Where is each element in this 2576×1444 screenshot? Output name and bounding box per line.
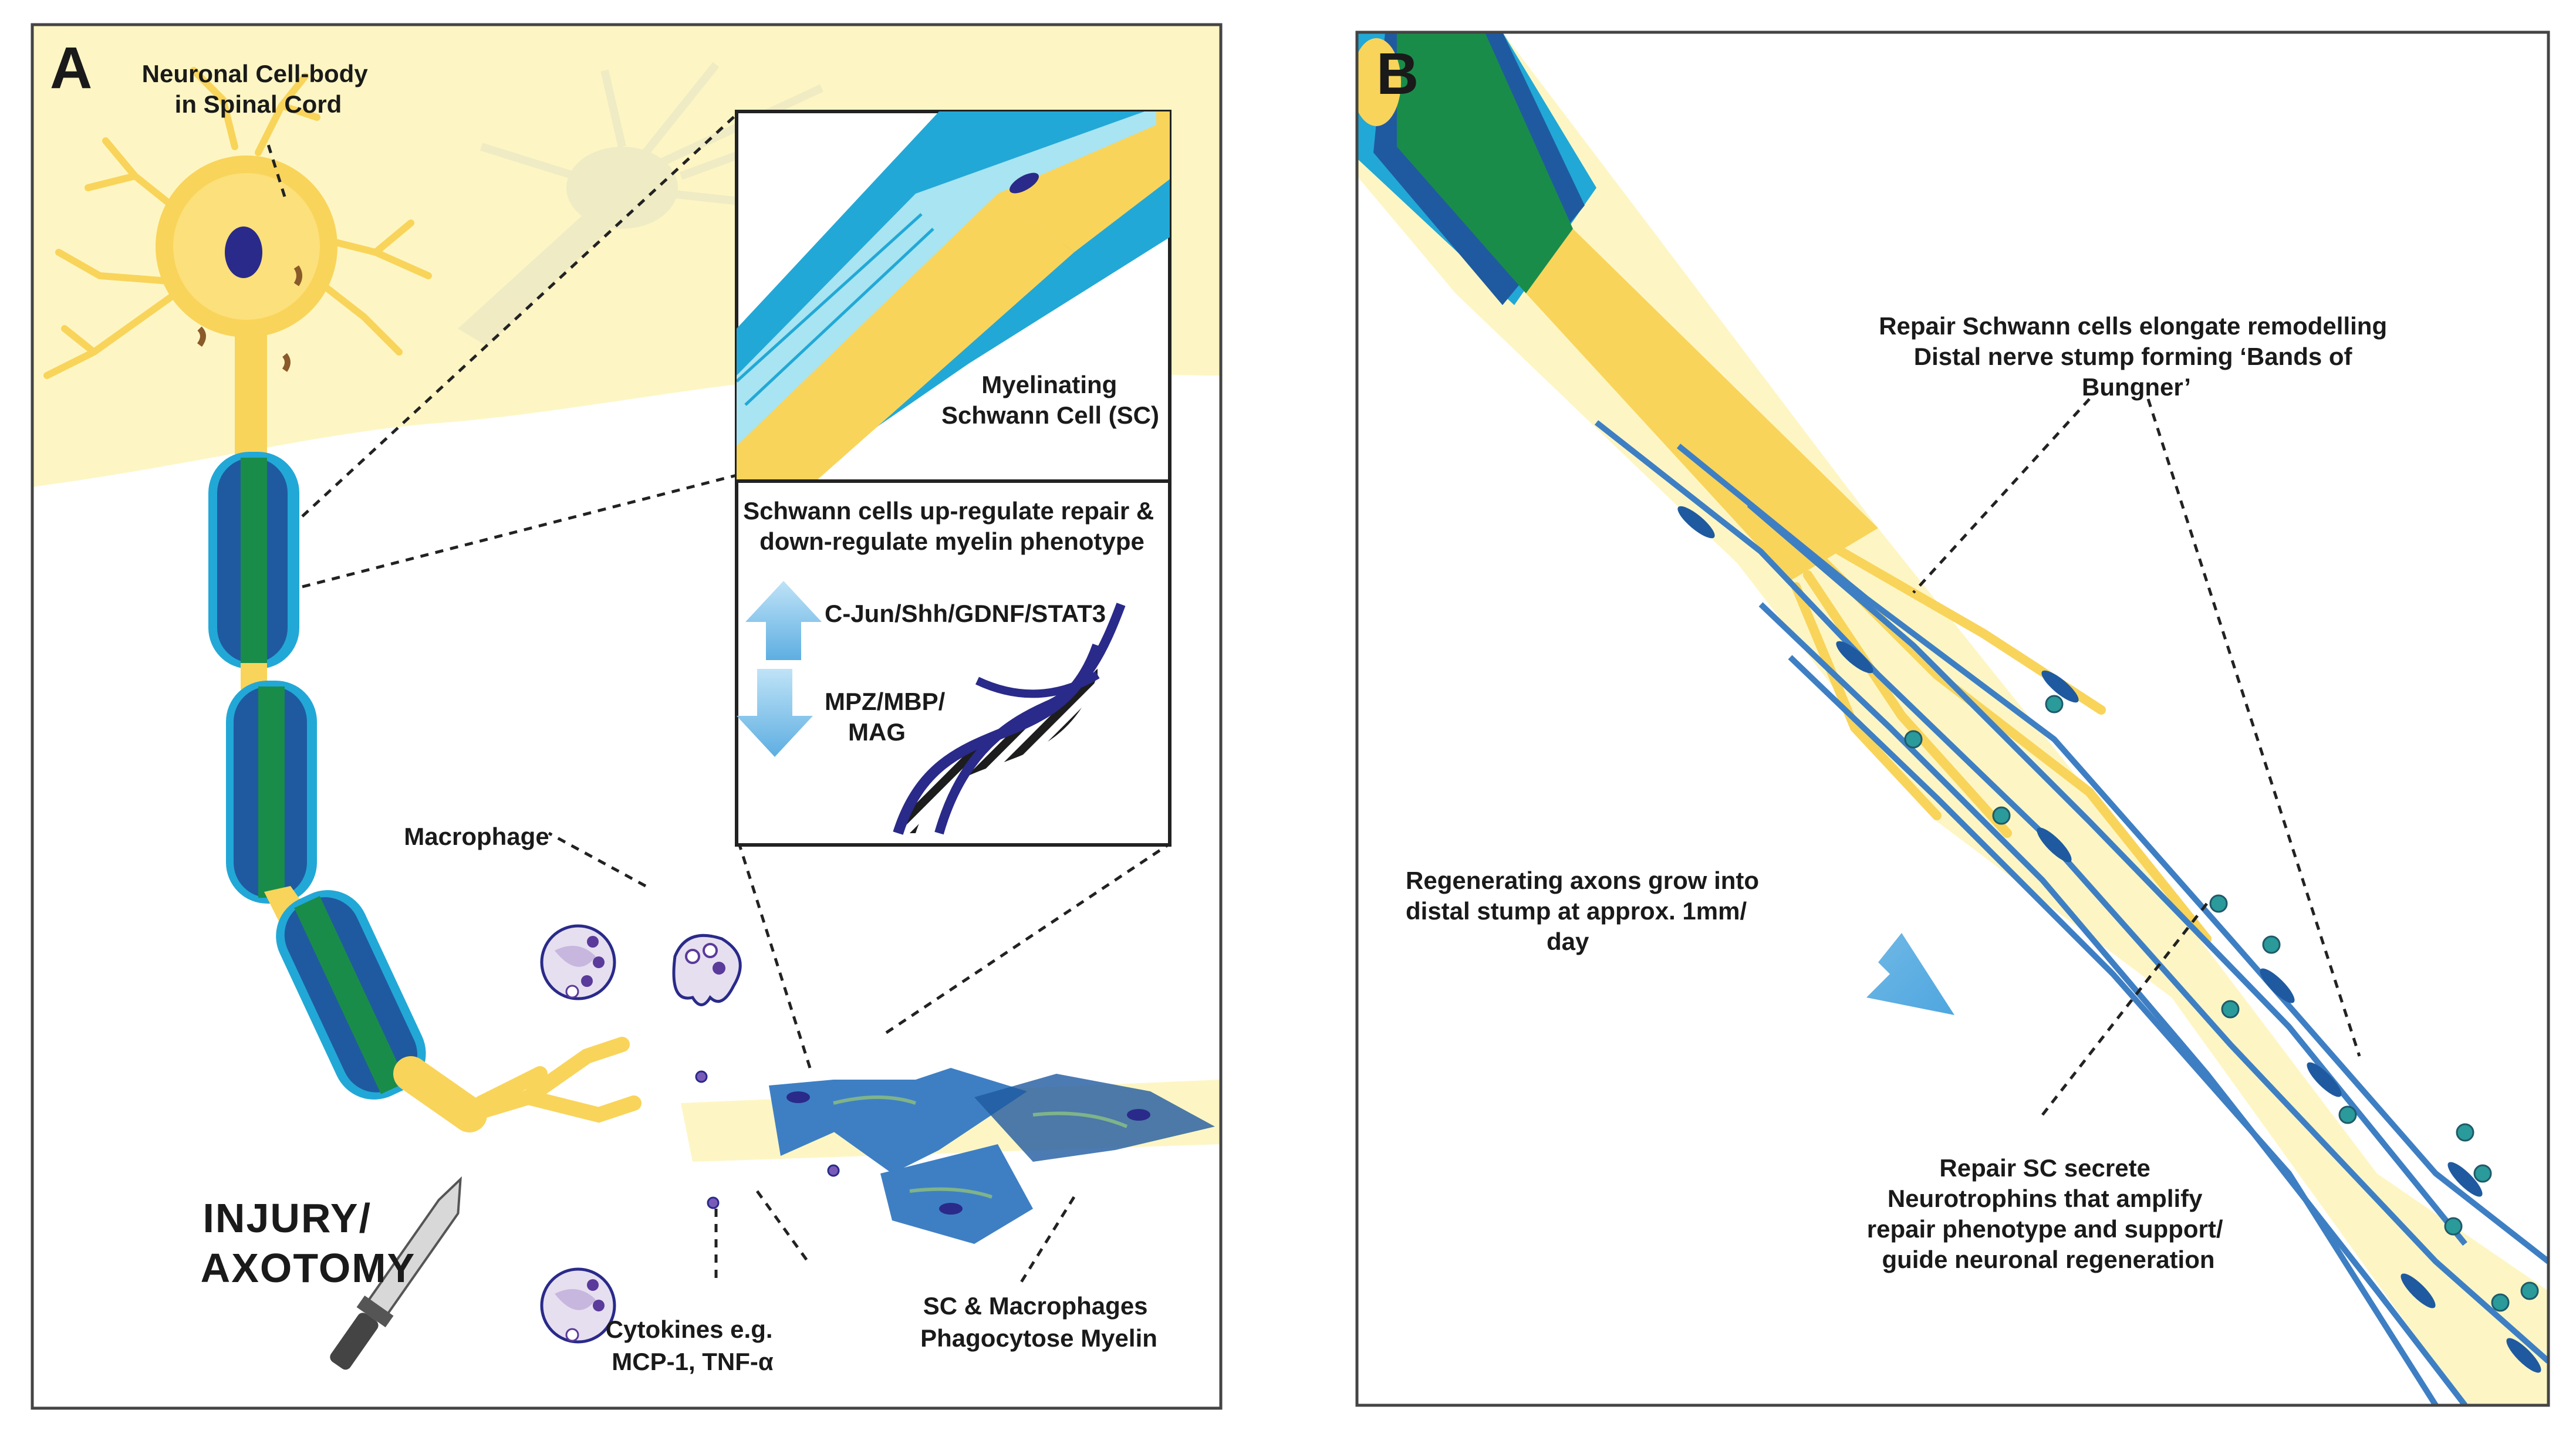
- myelinated-axon: [208, 452, 642, 1132]
- injury-label: INJURY/ AXOTOMY: [201, 1195, 416, 1291]
- inset-leaders: [265, 113, 1169, 1283]
- background-neuron: [458, 62, 834, 346]
- panel-a-letter: A: [50, 35, 92, 101]
- knife-icon: [330, 1176, 462, 1370]
- macrophage-label: Macrophage: [404, 823, 549, 850]
- neuronal-cell-body-label: Neuronal Cell-body in Spinal Cord: [142, 60, 375, 118]
- down-arrow-icon: [737, 669, 813, 757]
- panel-a: Myelinating Schwann Cell (SC) Schwann ce…: [32, 25, 1221, 1408]
- proximal-axon: [1357, 32, 1878, 581]
- neurotrophins-label: Repair SC secrete Neurotrophins that amp…: [1867, 1154, 2230, 1273]
- panel-b-letter: B: [1376, 41, 1419, 107]
- macrophage-phagocytic: [672, 934, 742, 1006]
- neurotrophin-clusters: [1904, 695, 2539, 1312]
- distal-stump: [681, 1068, 1221, 1244]
- neuron-dendrites: [43, 67, 432, 379]
- up-genes-label: C-Jun/Shh/GDNF/STAT3: [825, 600, 1106, 627]
- panel-b-frame: [1355, 31, 2550, 1407]
- schwann-nuclei: [1677, 506, 2541, 1373]
- sc-regulate-label: Schwann cells up-regulate repair & down-…: [743, 497, 1161, 555]
- cytokines-label: Cytokines e.g. MCP-1, TNF-α: [606, 1316, 779, 1375]
- panel-b: B Repair Schwann cells elongate remodell…: [1357, 32, 2548, 1405]
- dna-helix-icon: [893, 603, 1126, 835]
- panel-b-leaders: [1912, 398, 2361, 1116]
- myelinating-sc-label: Myelinating Schwann Cell (SC): [941, 371, 1159, 429]
- bands-label: Repair Schwann cells elongate remodellin…: [1879, 312, 2394, 401]
- macrophage-cell: [540, 924, 616, 1000]
- regenerating-label: Regenerating axons grow into distal stum…: [1406, 867, 1766, 955]
- up-arrow-icon: [745, 581, 822, 660]
- inset-gene-regulation: Schwann cells up-regulate repair & down-…: [735, 479, 1171, 847]
- inset-myelinating-sc: Myelinating Schwann Cell (SC): [735, 110, 1171, 483]
- panel-a-frame: [31, 23, 1223, 1410]
- down-genes-label: MPZ/MBP/ MAG: [825, 688, 952, 746]
- neuron-nucleus: [225, 226, 262, 278]
- macrophage-cell-2: [540, 1267, 616, 1344]
- growth-direction-arrow-icon: [1661, 745, 1954, 1015]
- phagocytose-label: SC & Macrophages Phagocytose Myelin: [920, 1292, 1157, 1352]
